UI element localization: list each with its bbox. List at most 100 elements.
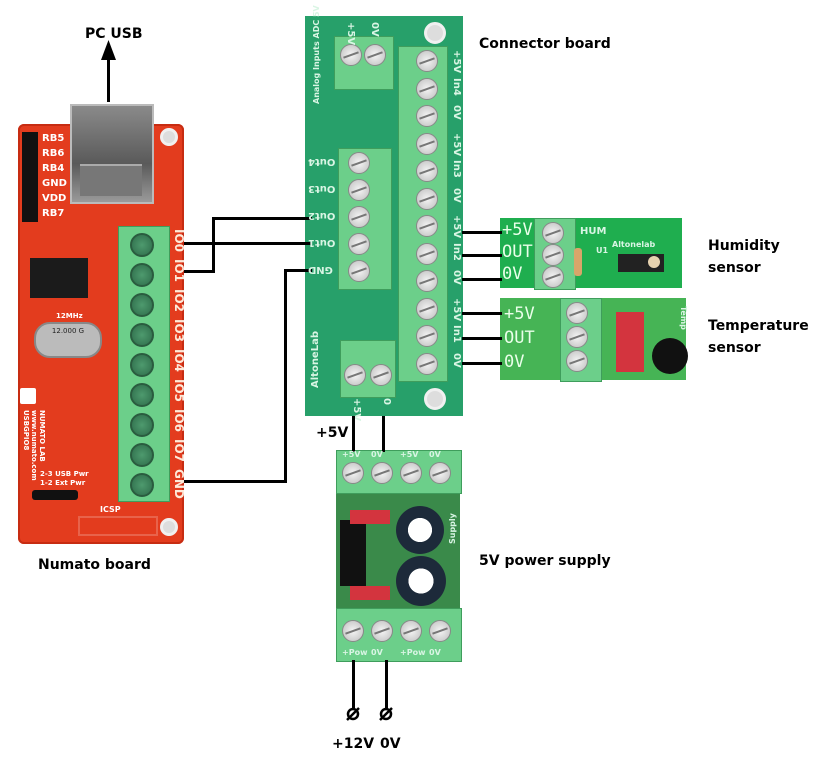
- thermistor: [652, 338, 688, 374]
- wire-gnd-gnd: [284, 269, 287, 483]
- screw[interactable]: [130, 473, 154, 497]
- screw[interactable]: [342, 620, 364, 642]
- input-pin-label: 0V: [451, 352, 462, 368]
- screw[interactable]: [542, 266, 564, 288]
- wire-0v-input: [385, 660, 388, 710]
- screw[interactable]: [342, 462, 364, 484]
- screw[interactable]: [429, 462, 451, 484]
- screw[interactable]: [416, 160, 438, 182]
- screw[interactable]: [416, 132, 438, 155]
- screw[interactable]: [344, 364, 366, 386]
- screw[interactable]: [348, 260, 370, 282]
- screw[interactable]: [130, 443, 154, 467]
- icsp-label: ICSP: [100, 505, 121, 514]
- wire-io1-out2: [212, 217, 215, 273]
- input-pin-label: In2: [451, 242, 462, 261]
- input-12v-label: +12V: [332, 736, 375, 752]
- screw[interactable]: [416, 270, 438, 292]
- connector-power-terminal: [340, 340, 396, 398]
- numato-mount-hole: [160, 518, 178, 536]
- terminal-label: IO0: [172, 229, 186, 253]
- crystal-text: 12.000 G: [51, 327, 85, 335]
- screw[interactable]: [416, 215, 438, 237]
- supply-5v-label: +5V: [316, 425, 349, 441]
- wire-temp-out: [462, 337, 502, 340]
- input-pin-label: In3: [451, 160, 462, 178]
- input-0v-label: 0V: [380, 736, 401, 752]
- wire-hum-0v: [462, 278, 502, 281]
- screw[interactable]: [371, 620, 393, 642]
- screw[interactable]: [429, 620, 451, 642]
- input-pin-label: In4: [451, 77, 462, 96]
- psu-bottom-pin-label: 0V: [429, 648, 441, 657]
- wire-io1-out2: [184, 270, 214, 273]
- screw[interactable]: [542, 222, 564, 244]
- screw[interactable]: [416, 187, 438, 210]
- terminal-label: IO5: [172, 379, 186, 403]
- screw[interactable]: [130, 233, 154, 257]
- terminal-label: IO3: [172, 319, 186, 343]
- screw[interactable]: [130, 383, 154, 407]
- screw[interactable]: [371, 462, 393, 484]
- wire-temp-5v: [462, 312, 502, 315]
- wire-hum-out: [462, 254, 502, 257]
- screw[interactable]: [130, 263, 154, 287]
- screw[interactable]: [566, 350, 588, 372]
- pc-usb-caption: PC USB: [85, 26, 143, 42]
- screw[interactable]: [416, 352, 438, 375]
- connector-brand-label: AltoneLab: [310, 331, 321, 388]
- screw[interactable]: [130, 293, 154, 317]
- power-supply-caption: 5V power supply: [479, 553, 611, 569]
- screw[interactable]: [130, 413, 154, 437]
- power-jumper[interactable]: [32, 490, 78, 500]
- wire-0v-supply: [382, 416, 385, 452]
- screw[interactable]: [348, 233, 370, 255]
- numato-mount-hole: [160, 128, 178, 146]
- screw[interactable]: [416, 242, 438, 265]
- screw[interactable]: [130, 323, 154, 347]
- screw[interactable]: [416, 297, 438, 320]
- screw[interactable]: [416, 325, 438, 347]
- input-pin-label: +5V: [451, 50, 462, 74]
- electrolytic-capacitor: [396, 556, 446, 606]
- screw[interactable]: [542, 244, 564, 266]
- temperature-pin-label: 0V: [504, 352, 525, 372]
- humidity-pin-label: 0V: [502, 264, 523, 284]
- connector-mount-hole: [424, 22, 446, 44]
- screw[interactable]: [340, 44, 362, 66]
- screw[interactable]: [370, 364, 392, 386]
- screw[interactable]: [416, 77, 438, 100]
- temperature-sensor-caption: Temperature: [708, 318, 809, 334]
- screw[interactable]: [364, 44, 386, 66]
- input-pin-label: +5V: [451, 297, 462, 321]
- header-pin-label: RB5: [42, 133, 65, 144]
- connector-mount-hole: [424, 388, 446, 410]
- screw[interactable]: [566, 302, 588, 324]
- resistor: [574, 248, 582, 276]
- humidity-chip-label: U1: [596, 246, 609, 255]
- screw[interactable]: [348, 152, 370, 174]
- temperature-sensor-caption-2: sensor: [708, 340, 761, 356]
- header-pin-label: VDD: [42, 193, 67, 204]
- wire-temp-0v: [462, 362, 502, 365]
- temperature-pin-label: OUT: [504, 328, 535, 348]
- wire-gnd-gnd: [284, 269, 312, 272]
- screw[interactable]: [400, 462, 422, 484]
- header-pin-label: RB4: [42, 163, 65, 174]
- jumper-label-usb: 2-3 USB Pwr: [40, 470, 89, 478]
- screw[interactable]: [348, 206, 370, 228]
- screw[interactable]: [130, 353, 154, 377]
- screw[interactable]: [566, 326, 588, 348]
- humidity-sensor-caption: Humidity: [708, 238, 780, 254]
- numato-logo-icon: [20, 388, 36, 404]
- screw[interactable]: [416, 105, 438, 127]
- temperature-pin-label: +5V: [504, 304, 535, 324]
- input-terminal-12v-icon: [346, 707, 360, 721]
- electrolytic-capacitor: [396, 506, 444, 554]
- connector-power-pin-label: 0: [381, 398, 392, 405]
- voltage-regulator: [340, 520, 366, 586]
- screw[interactable]: [348, 179, 370, 201]
- screw[interactable]: [400, 620, 422, 642]
- psu-bottom-pin-label: +Pow: [400, 648, 426, 657]
- screw[interactable]: [416, 50, 438, 72]
